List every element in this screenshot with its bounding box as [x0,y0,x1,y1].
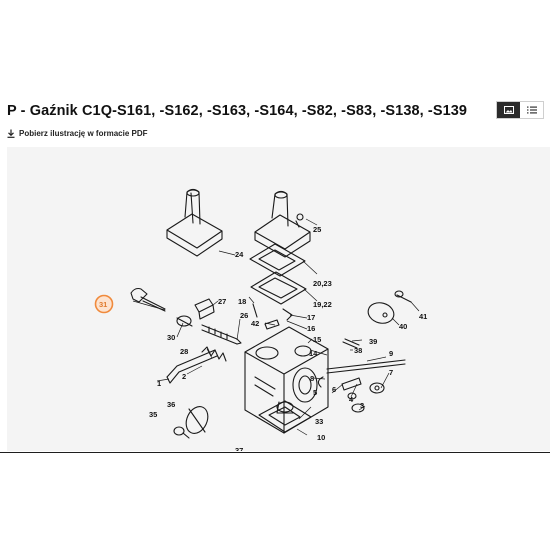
part-clip-8 [317,376,324,388]
part-plug-42 [264,319,280,330]
callout-15: 15 [313,335,321,344]
part-plate-40 [367,302,395,324]
callout-24: 24 [235,250,244,259]
callout-27: 27 [218,297,226,306]
callout-39: 39 [369,337,377,346]
part-cover-right [254,190,311,258]
callout-33: 33 [315,417,323,426]
callout-8: 8 [310,374,314,383]
callout-35: 35 [149,410,157,419]
callout-labels: 24 25 20,23 19,22 27 26 18 17 16 42 15 1… [149,225,427,451]
callout-2: 2 [182,372,186,381]
part-shaft-9 [326,359,406,374]
part-lever-1 [166,349,218,384]
part-gasket-1 [249,243,306,277]
part-fitting-27 [194,298,215,320]
part-filter-33 [276,401,294,414]
callout-38: 38 [354,346,362,355]
part-needle-31 [130,287,166,312]
download-pdf-label: Pobierz ilustrację w formacie PDF [19,129,148,138]
callout-20-23: 20,23 [313,279,332,288]
part-screw-41 [394,290,412,303]
download-icon [7,129,15,138]
part-disc-36 [185,406,209,434]
callout-17: 17 [307,313,315,322]
callout-28: 28 [180,347,188,356]
callout-31: 31 [99,300,107,309]
callout-16: 16 [307,324,315,333]
callout-36: 36 [167,400,175,409]
part-cover-left [166,188,223,257]
list-view-icon [526,106,537,114]
callout-9: 9 [389,349,393,358]
callout-41: 41 [419,312,427,321]
part-lever-4 [341,377,362,400]
callout-10: 10 [317,433,325,442]
callout-26: 26 [240,311,248,320]
exploded-diagram-panel: 24 25 20,23 19,22 27 26 18 17 16 42 15 1… [7,147,550,451]
callout-14: 14 [309,349,318,358]
image-view-icon [503,106,514,114]
callout-18: 18 [238,297,246,306]
callout-4: 4 [349,395,354,404]
callout-42: 42 [251,319,259,328]
callout-7: 7 [389,368,393,377]
hotspot-callout-31[interactable]: 31 [94,294,114,314]
list-view-button[interactable] [520,102,543,118]
download-pdf-link[interactable]: Pobierz ilustrację w formacie PDF [7,129,147,138]
part-pin-18 [252,303,258,318]
image-view-button[interactable] [497,102,520,118]
part-plug-30 [176,315,193,327]
callout-25: 25 [313,225,321,234]
callout-30: 30 [167,333,175,342]
part-ring-38 [342,338,360,349]
page-title: P - Gaźnik C1Q-S161, -S162, -S163, -S164… [7,103,468,119]
view-toggle [496,101,544,119]
leader-lines [132,218,420,436]
callout-3: 3 [360,401,364,410]
part-carburetor-body [244,326,329,434]
carburetor-exploded-diagram: 24 25 20,23 19,22 27 26 18 17 16 42 15 1… [94,188,427,451]
part-gasket-2 [250,271,307,305]
callout-6: 6 [332,385,336,394]
callout-19-22: 19,22 [313,300,332,309]
callout-37: 37 [235,446,243,451]
callout-40: 40 [399,322,407,331]
part-screw-35 [173,426,190,439]
callout-1: 1 [157,379,161,388]
part-screw-26 [201,324,242,345]
part-disc-7 [369,382,385,394]
part-plate-10 [258,400,312,433]
part-washer-3 [351,403,365,413]
callout-5: 5 [313,388,317,397]
divider-line [0,452,550,453]
part-pin-17 [282,308,293,321]
